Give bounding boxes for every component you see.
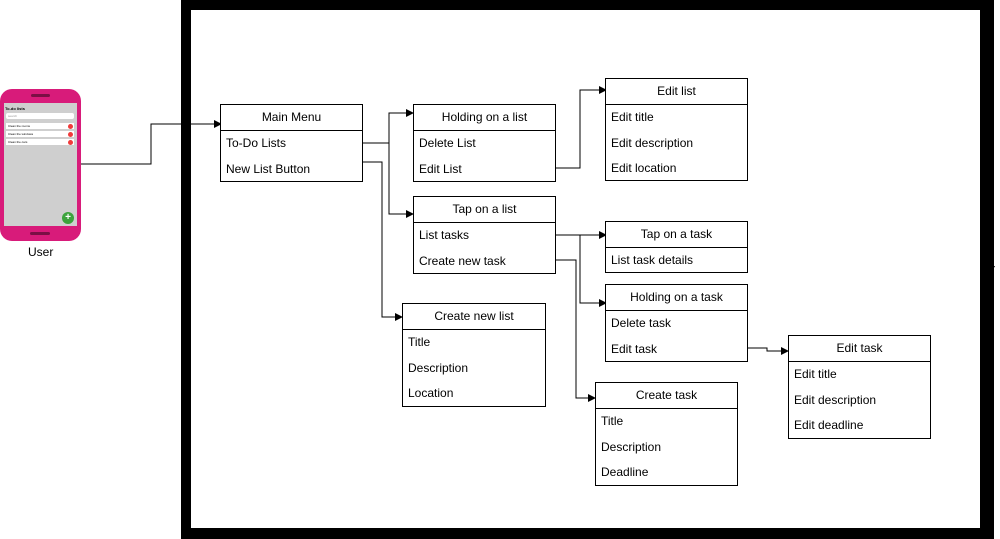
node-title: Tap on a list bbox=[414, 197, 555, 223]
node-create-new-list: Create new list Title Description Locati… bbox=[402, 303, 546, 407]
node-holding-on-a-task: Holding on a task Delete task Edit task bbox=[605, 284, 748, 362]
connector-user-main bbox=[81, 120, 222, 165]
node-item: List task details bbox=[611, 253, 694, 267]
node-title: Tap on a task bbox=[606, 222, 747, 248]
phone-task-label: Clean the windows bbox=[8, 132, 34, 136]
connector-main-holding-list bbox=[362, 109, 414, 144]
node-item: Delete List bbox=[419, 136, 476, 150]
node-item: Edit description bbox=[611, 135, 694, 150]
node-item: Title bbox=[601, 414, 624, 428]
node-edit-task: Edit task Edit title Edit description Ed… bbox=[788, 335, 931, 439]
node-item: Delete task bbox=[611, 316, 672, 330]
connector-main-tap-list bbox=[362, 142, 414, 218]
connector-tap-list-create-task bbox=[555, 259, 596, 402]
node-item: Description bbox=[408, 360, 469, 375]
connector-holding-task-edit-task bbox=[747, 347, 789, 355]
delete-dot-icon bbox=[68, 123, 73, 129]
node-title: Holding on a list bbox=[414, 105, 555, 131]
node-item: Deadline bbox=[601, 465, 649, 479]
phone-search-input: search bbox=[6, 113, 74, 119]
node-title: Main Menu bbox=[221, 105, 362, 131]
connector-holding-edit-list bbox=[555, 86, 607, 169]
phone-app-title: To-do lists bbox=[5, 106, 25, 111]
node-create-task: Create task Title Description Deadline bbox=[595, 382, 738, 486]
stray-arrowhead-icon bbox=[987, 266, 995, 273]
phone-speaker bbox=[31, 94, 50, 97]
node-item: To-Do Lists bbox=[226, 136, 287, 150]
phone-task-label: Clean the cars bbox=[8, 140, 28, 144]
node-item: New List Button bbox=[226, 161, 311, 176]
node-item: Edit title bbox=[794, 367, 837, 381]
node-title: Edit list bbox=[606, 79, 747, 105]
node-item: Edit title bbox=[611, 110, 654, 124]
node-item: Edit location bbox=[611, 161, 677, 175]
node-item: List tasks bbox=[419, 228, 470, 242]
node-item: Title bbox=[408, 335, 431, 349]
node-item: Edit task bbox=[611, 341, 658, 356]
phone-task-item: Clean the cars bbox=[6, 139, 74, 145]
node-item: Edit deadline bbox=[794, 418, 864, 432]
node-holding-on-a-list: Holding on a list Delete List Edit List bbox=[413, 104, 556, 182]
node-item: Edit List bbox=[419, 161, 462, 176]
node-title: Create task bbox=[596, 383, 737, 409]
node-tap-on-a-task: Tap on a task List task details bbox=[605, 221, 748, 273]
phone-task-item: Clean the rooms bbox=[6, 123, 74, 129]
diagram-canvas bbox=[191, 10, 980, 528]
node-item: Description bbox=[601, 439, 662, 454]
user-label: User bbox=[28, 245, 54, 259]
delete-dot-icon bbox=[68, 131, 73, 137]
phone-task-label: Clean the rooms bbox=[8, 124, 31, 128]
node-main-menu: Main Menu To-Do Lists New List Button bbox=[220, 104, 363, 182]
connector-main-create-list bbox=[362, 161, 403, 321]
phone-home-button bbox=[30, 232, 50, 235]
delete-dot-icon bbox=[68, 139, 73, 145]
node-title: Holding on a task bbox=[606, 285, 747, 311]
node-item: Create new task bbox=[419, 253, 506, 268]
node-item: Location bbox=[408, 386, 454, 400]
node-item: Edit description bbox=[794, 392, 877, 407]
phone-task-item: Clean the windows bbox=[6, 131, 74, 137]
phone-illustration: To-do lists search Clean the rooms Clean… bbox=[0, 89, 81, 241]
node-tap-on-a-list: Tap on a list List tasks Create new task bbox=[413, 196, 556, 274]
add-button-icon: + bbox=[62, 212, 74, 224]
node-edit-list: Edit list Edit title Edit description Ed… bbox=[605, 78, 748, 181]
node-title: Edit task bbox=[789, 336, 930, 362]
phone-screen: To-do lists search Clean the rooms Clean… bbox=[4, 103, 77, 226]
node-title: Create new list bbox=[403, 304, 545, 330]
connector-tap-list-holding-task bbox=[555, 234, 607, 307]
